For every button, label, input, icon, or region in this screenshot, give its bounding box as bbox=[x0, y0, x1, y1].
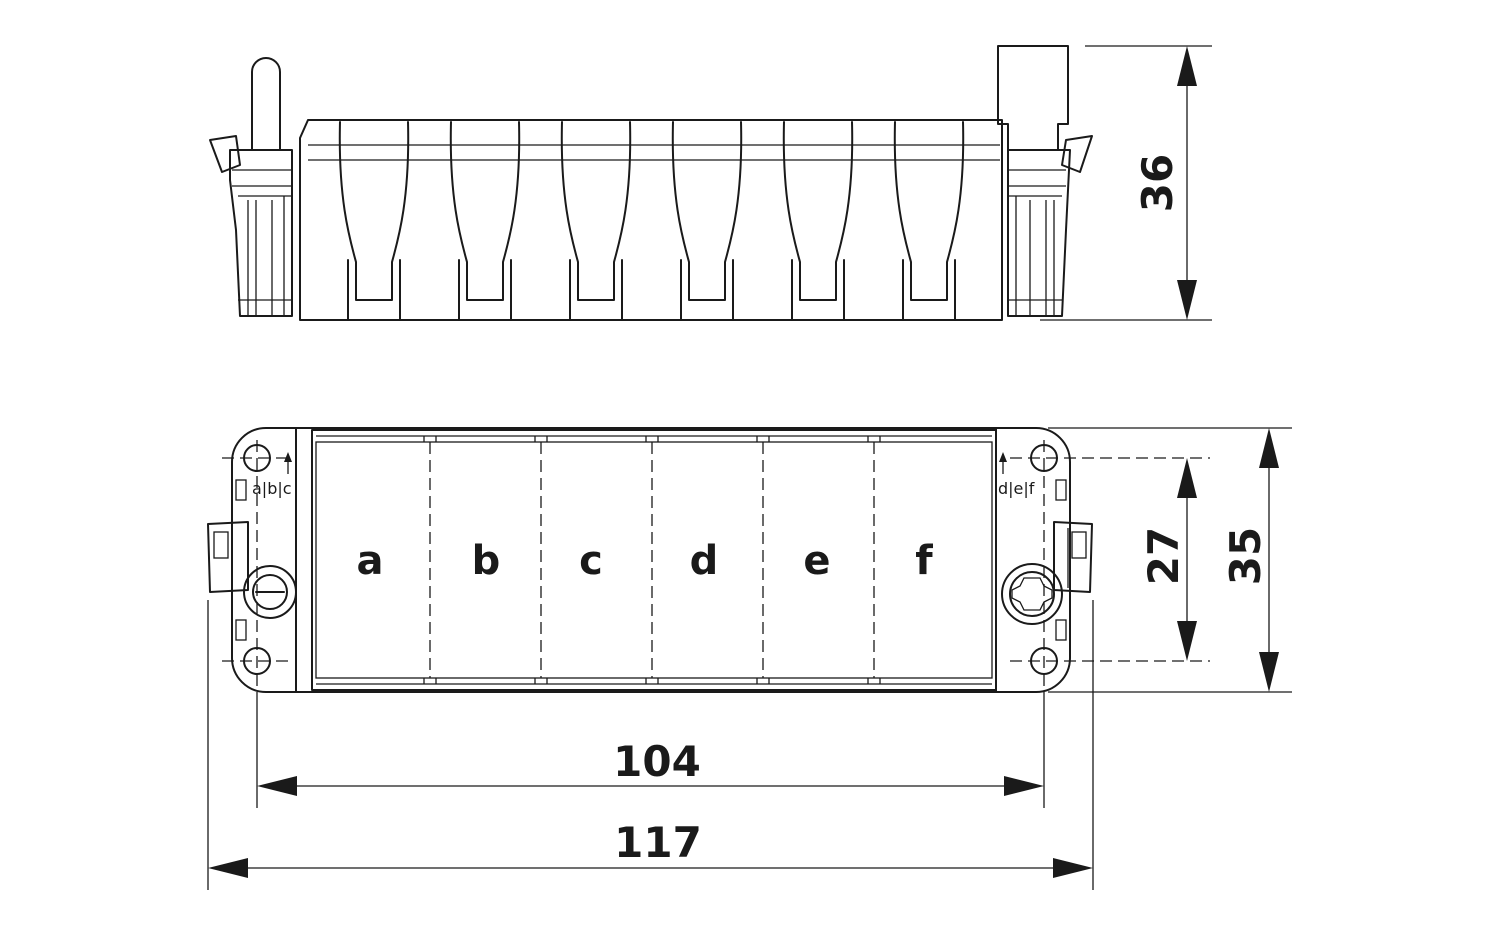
side-slot-teeth bbox=[300, 121, 1002, 321]
slot-label-c: c bbox=[579, 538, 603, 584]
slot-label-d: d bbox=[690, 538, 719, 584]
slot-dividers bbox=[423, 436, 881, 684]
group-label-abc: a|b|c bbox=[252, 479, 292, 498]
dim-35-label: 35 bbox=[1221, 527, 1270, 585]
top-view: a b c d e f a|b|c d|e|f bbox=[207, 427, 1292, 890]
side-left-pin bbox=[251, 57, 281, 151]
dim-117: 117 bbox=[207, 600, 1094, 890]
side-left-latch bbox=[209, 135, 293, 317]
slot-labels: a b c d e f bbox=[357, 538, 934, 584]
dim-36-label: 36 bbox=[1133, 154, 1182, 212]
slot-label-e: e bbox=[803, 538, 830, 584]
slot-label-b: b bbox=[472, 538, 501, 584]
left-screw-icon bbox=[243, 565, 297, 619]
side-view: 36 bbox=[209, 45, 1212, 321]
slot-label-f: f bbox=[915, 538, 933, 584]
left-latch-clip bbox=[207, 479, 249, 641]
side-right-block bbox=[997, 45, 1069, 151]
group-label-left: a|b|c bbox=[252, 452, 292, 498]
right-coding-star-icon bbox=[1001, 563, 1063, 625]
dim-104-label: 104 bbox=[613, 737, 701, 786]
group-label-def: d|e|f bbox=[998, 479, 1035, 498]
dim-27-label: 27 bbox=[1139, 527, 1188, 585]
dim-35: 35 bbox=[1048, 427, 1292, 693]
group-label-right: d|e|f bbox=[998, 452, 1035, 498]
dim-36: 36 bbox=[1040, 45, 1212, 321]
side-right-latch bbox=[1007, 135, 1093, 317]
dim-104: 104 bbox=[256, 700, 1045, 808]
dim-117-label: 117 bbox=[614, 818, 702, 867]
dim-27: 27 bbox=[1139, 458, 1197, 661]
slot-label-a: a bbox=[357, 538, 384, 584]
right-latch-clip bbox=[1053, 479, 1093, 641]
